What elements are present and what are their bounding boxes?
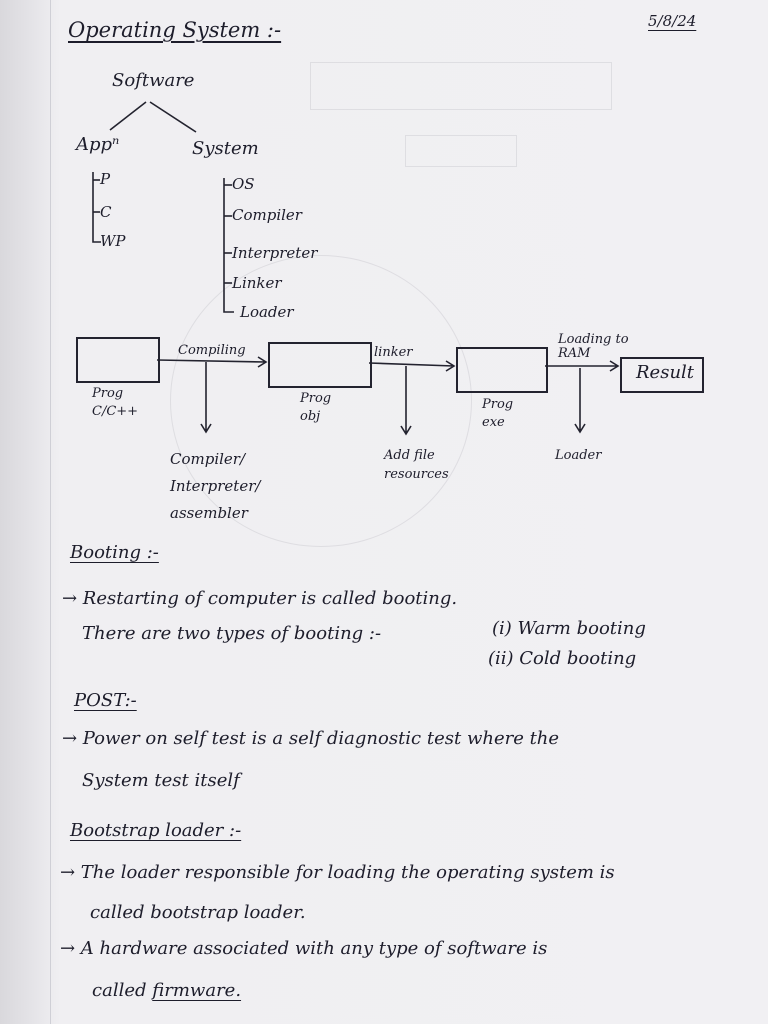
tree-app-label: Appⁿ bbox=[76, 134, 120, 155]
bootstrap-line2: called bootstrap loader. bbox=[90, 902, 306, 923]
tree-system-item: OS bbox=[232, 175, 255, 193]
booting-heading: Booting :- bbox=[70, 542, 159, 563]
show-through-box bbox=[310, 62, 612, 110]
flow-box-executable bbox=[456, 347, 548, 393]
booting-line2: There are two types of booting :- bbox=[82, 623, 382, 644]
page-title: Operating System :- bbox=[68, 18, 282, 42]
show-through-box bbox=[405, 135, 517, 167]
firmware-term: firmware. bbox=[152, 980, 242, 1001]
show-through-circle bbox=[170, 255, 472, 547]
tree-system-item: Linker bbox=[232, 274, 282, 292]
tree-system-item: Loader bbox=[240, 303, 294, 321]
flow-below-compiler: Compiler/ Interpreter/ assembler bbox=[170, 450, 261, 522]
post-line2: System test itself bbox=[82, 770, 240, 791]
booting-line1: → Restarting of computer is called booti… bbox=[62, 588, 458, 609]
tree-app-item: P bbox=[100, 170, 111, 188]
bootstrap-heading: Bootstrap loader :- bbox=[70, 820, 242, 841]
tree-system-label: System bbox=[192, 138, 259, 159]
post-line1: → Power on self test is a self diagnosti… bbox=[62, 728, 560, 749]
tree-system-item: Interpreter bbox=[232, 244, 318, 262]
flow-box-object bbox=[268, 342, 372, 388]
flow-box-object-caption: Prog obj bbox=[300, 391, 332, 424]
tree-app-item: C bbox=[100, 203, 112, 221]
flow-result-label: Result bbox=[636, 362, 695, 383]
booting-type2: (ii) Cold booting bbox=[488, 648, 637, 669]
bootstrap-line1: → The loader responsible for loading the… bbox=[60, 862, 615, 883]
post-heading: POST:- bbox=[74, 690, 137, 711]
flow-step-linker: linker bbox=[374, 345, 413, 360]
flow-box-result bbox=[620, 357, 704, 393]
tree-system-item: Compiler bbox=[232, 206, 302, 224]
flow-step-loading: Loading to RAM bbox=[558, 332, 629, 361]
bootstrap-line4: called firmware. bbox=[92, 980, 241, 1001]
bootstrap-line4-prefix: called bbox=[92, 980, 147, 1001]
flow-step-compiling: Compiling bbox=[178, 343, 246, 358]
booting-type1: (i) Warm booting bbox=[492, 618, 646, 639]
tree-app-item: WP bbox=[100, 232, 126, 250]
flow-below-loader: Loader bbox=[555, 448, 602, 463]
page-margin-line bbox=[50, 0, 51, 1024]
flow-box-source-caption: Prog C/C++ bbox=[92, 386, 139, 419]
flow-below-linker: Add file resources bbox=[384, 448, 449, 482]
page-date: 5/8/24 bbox=[648, 12, 697, 30]
tree-root: Software bbox=[112, 70, 195, 91]
bootstrap-line3: → A hardware associated with any type of… bbox=[60, 938, 548, 959]
flow-box-executable-caption: Prog exe bbox=[482, 397, 514, 430]
